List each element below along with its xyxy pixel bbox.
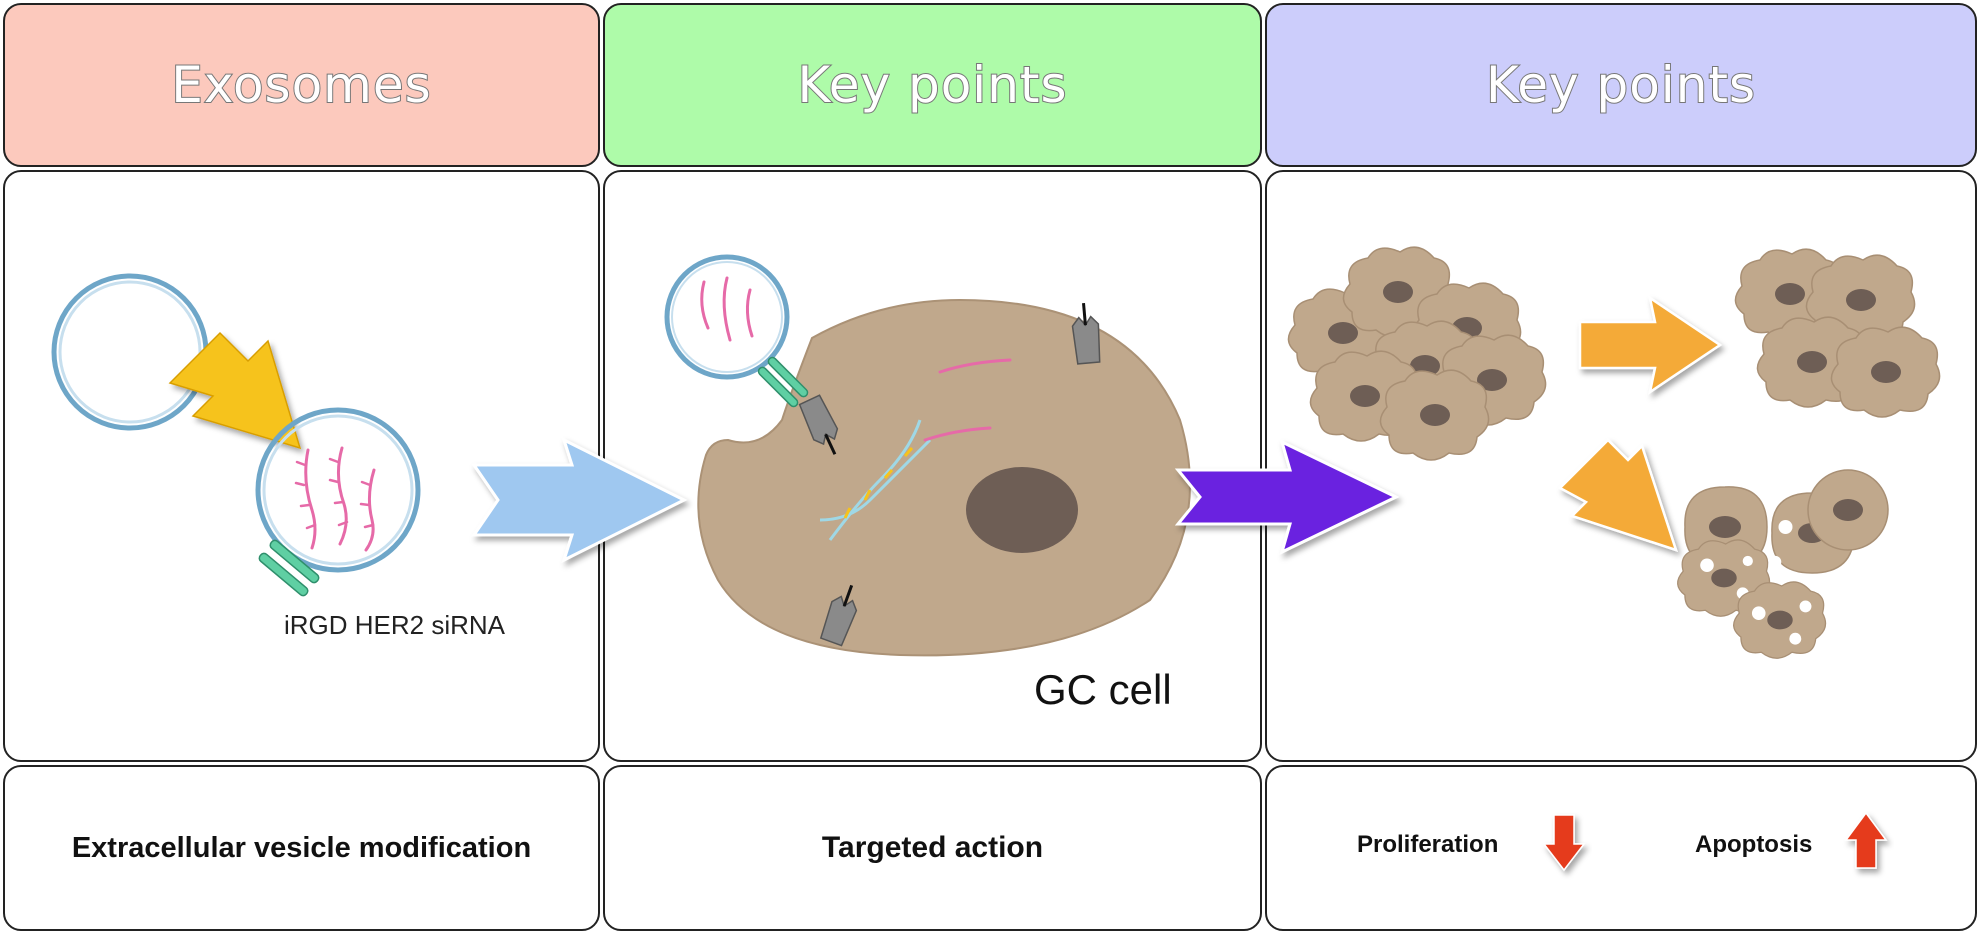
proliferation-label: Proliferation bbox=[1357, 831, 1499, 858]
apoptotic-cells-icon bbox=[1677, 469, 1889, 659]
panel1-header: Exosomes bbox=[3, 3, 600, 167]
empty-vesicle-icon bbox=[51, 273, 209, 431]
panel2-title: Key points bbox=[796, 55, 1068, 115]
irgd-label: iRGD HER2 siRNA bbox=[284, 610, 506, 640]
orange-arrow-right-icon bbox=[1578, 295, 1723, 395]
panel1-title: Exosomes bbox=[170, 55, 432, 115]
arrow-down-icon bbox=[1542, 814, 1586, 872]
panel3-title: Key points bbox=[1485, 55, 1757, 115]
docking-vesicle-icon bbox=[664, 254, 809, 408]
panel3-header: Key points bbox=[1265, 3, 1977, 167]
panel3-footer: Proliferation Apoptosis bbox=[1265, 765, 1977, 931]
panel1-footer-text: Extracellular vesicle modification bbox=[71, 831, 532, 864]
panel3-body bbox=[1265, 170, 1977, 762]
sirna-in-cell-icon bbox=[923, 358, 1012, 442]
panel2-footer-text: Targeted action bbox=[821, 831, 1044, 864]
dna-helix-icon bbox=[819, 419, 932, 541]
loaded-vesicle-icon bbox=[255, 407, 421, 597]
loading-arrow-icon bbox=[168, 331, 302, 450]
blue-arrow-icon bbox=[471, 437, 688, 563]
irgd-ligand-icon bbox=[258, 539, 320, 597]
gc-cell-icon bbox=[697, 298, 1191, 657]
panel2-header: Key points bbox=[603, 3, 1262, 167]
purple-arrow-icon bbox=[1174, 439, 1400, 555]
panel1-footer: Extracellular vesicle modification bbox=[3, 765, 600, 931]
proliferating-cells-icon bbox=[1734, 248, 1941, 418]
cell-cluster-icon bbox=[1287, 246, 1547, 461]
panel2-footer: Targeted action bbox=[603, 765, 1262, 931]
gc-cell-label: GC cell bbox=[1034, 666, 1172, 713]
arrow-up-icon bbox=[1844, 811, 1888, 869]
orange-arrow-diagonal-icon bbox=[1557, 438, 1678, 552]
apoptosis-label: Apoptosis bbox=[1695, 831, 1813, 858]
sirna-icon bbox=[294, 457, 375, 530]
